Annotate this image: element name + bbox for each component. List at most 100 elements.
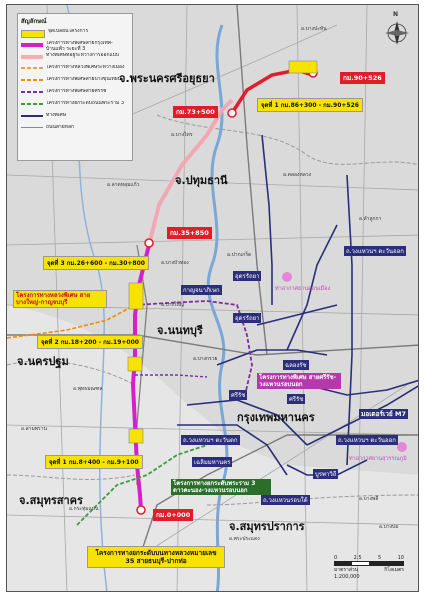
- legend-swatch: [21, 115, 43, 117]
- district-lamlukka: อ.ลำลูกกา: [359, 216, 382, 222]
- legend-label: โครงการทางยกระดับถนนพระราม 3: [46, 101, 125, 106]
- legend-label: ทางพิเศษ: [46, 113, 67, 118]
- scale-tick: 10: [397, 555, 404, 561]
- legend-swatch: [21, 103, 43, 105]
- purple-link-dashed: [135, 374, 208, 378]
- road-chaloem: เฉลิมมหานคร: [192, 457, 233, 467]
- expressway-network: [177, 134, 418, 476]
- srirat-outer-ring-dashed: [134, 300, 253, 396]
- scale-bar: 0 2.5 5 10 มาตราส่วน 1:200,000 กิโลเมตร: [334, 555, 404, 581]
- map-legend: สัญลักษณ์ จุดเปลี่ยนโครงการ โครงการทางพิ…: [17, 13, 133, 161]
- point2-label: จุดที่ 2 กม.18+200 - กม.19+000: [37, 335, 143, 349]
- district-bangbo: อ.บางบ่อ: [379, 524, 399, 530]
- legend-row: จุดเปลี่ยนโครงการ: [21, 29, 129, 40]
- boundary-ayutthaya: [156, 114, 418, 166]
- compass-north-label: N: [393, 11, 399, 18]
- district-phrapradaeng: อ.พระประแดง: [229, 536, 260, 542]
- legend-row: โครงการทางยกระดับถนนพระราม 3: [21, 101, 129, 112]
- km73-label: กม.73+500: [173, 106, 218, 118]
- km0-marker: [136, 505, 146, 515]
- district-bangsai: อ.บางไทร: [171, 132, 193, 138]
- district-lat-lum-kaeo: อ.ลาดหลุมแก้ว: [107, 182, 140, 188]
- legend-label: โครงการทางพิเศษสายบางขุนเทียน: [46, 77, 122, 82]
- legend-row: โครงการทางหลวงพิเศษระหว่างเมือง: [21, 65, 129, 76]
- legend-label: ทางพิเศษที่อยู่ระหว่างการออกแบบ: [46, 53, 120, 58]
- legend-swatch: [21, 55, 43, 59]
- district-phutthamonthon: อ.พุทธมณฑล: [73, 386, 103, 392]
- district-pakkret: อ.ปากเกร็ด: [227, 252, 252, 258]
- place-suvarnabhumi: ท่าอากาศยานสุวรรณภูมิ: [349, 456, 407, 462]
- project-sirat-label: โครงการทางพิเศษ สายศรีรัช-วงแหวนรอบนอก: [257, 373, 341, 389]
- km73-marker: [227, 108, 237, 118]
- province-nonthaburi: จ.นนทบุรี: [157, 324, 203, 337]
- designed-expressway: [147, 98, 234, 246]
- project-rama3-label: โครงการทางยกระดับพระราม 3 ดาวคะนอง-วงแหว…: [171, 479, 271, 495]
- road-kanchanaphisek-west: กาญจนาภิเษก: [181, 285, 222, 295]
- km35-marker: [144, 238, 154, 248]
- legend-label: โครงการทางพิเศษสายกรุงเทพ-บ้านแพ้ว ระยะท…: [46, 41, 113, 52]
- boundary-samutsakhon: [7, 474, 136, 480]
- province-nakhonpathom: จ.นครปฐม: [17, 355, 69, 368]
- boundary-nakhonpathom: [7, 360, 136, 386]
- south-land: [7, 305, 418, 591]
- legend-swatch: [21, 30, 45, 38]
- scale-bar-graphic: [334, 561, 404, 566]
- legend-swatch: [21, 91, 43, 93]
- scale-tick: 5: [377, 555, 382, 561]
- scale-ticks: 0 2.5 5 10: [334, 555, 404, 561]
- km0-label: กม.0+000: [153, 509, 194, 521]
- district-bangbuathong: อ.บางบัวทอง: [161, 260, 189, 266]
- road-motorway-m7: มอเตอร์เวย์ M7: [359, 409, 408, 419]
- legend-label: จุดเปลี่ยนโครงการ: [48, 29, 89, 34]
- point3-label: จุดที่ 3 กม.26+600 - กม.30+800: [43, 256, 149, 270]
- road-chalongrat: ฉลองรัช: [283, 360, 309, 370]
- province-samutsakhon: จ.สมุทรสาคร: [19, 494, 83, 507]
- province-ayutthaya: จ.พระนครศรีอยุธยา: [119, 72, 215, 85]
- province-pathumthani: จ.ปทุมธานี: [175, 174, 228, 187]
- district-bangphli: อ.บางพลี: [359, 496, 379, 502]
- road-burapha: บูรพาวิถี: [313, 469, 339, 479]
- project-map[interactable]: สัญลักษณ์ จุดเปลี่ยนโครงการ โครงการทางพิ…: [6, 4, 419, 592]
- district-bangkruai: อ.บางกรวย: [193, 356, 218, 362]
- road-srirat-2: ศรีรัช: [287, 394, 306, 404]
- legend-label: โครงการทางหลวงพิเศษระหว่างเมือง: [46, 65, 125, 70]
- legend-row: ถนนสายหลัก: [21, 125, 129, 136]
- district-krathumbaen: อ.กระทุ่มแบน: [69, 506, 99, 512]
- point1-south-box: [128, 428, 144, 444]
- province-bangkok: กรุงเทพมหานคร: [237, 411, 315, 424]
- district-bangyai: อ.บางใหญ่: [161, 302, 185, 308]
- legend-row: ทางพิเศษที่อยู่ระหว่างการออกแบบ: [21, 53, 129, 64]
- place-donmueang: ท่าอากาศยานดอนเมือง: [275, 286, 331, 292]
- legend-swatch: [21, 79, 43, 81]
- legend-swatch: [21, 43, 43, 47]
- district-bangpahan: อ.บางปะหัน: [301, 26, 327, 32]
- legend-swatch: [21, 127, 43, 128]
- scale-unit: กิโลเมตร: [384, 567, 404, 573]
- scale-tick: 2.5: [353, 555, 362, 561]
- district-samphran: อ.สามพราน: [21, 426, 47, 432]
- road-outer-ring-west: ถ.วงแหวนฯ ตะวันตก: [181, 435, 240, 445]
- province-samutprakan: จ.สมุทรปราการ: [229, 520, 305, 533]
- point1-north-label: จุดที่ 1 กม.86+300 - กม.90+526: [257, 98, 363, 112]
- project-route35-label: โครงการทางยกระดับบนทางหลวงหมายเลข 35 สาย…: [87, 546, 225, 568]
- bangyai-kanchanaburi-dashed: [7, 304, 136, 339]
- road-srirat: ศรีรัช: [229, 390, 248, 400]
- legend-row: ทางพิเศษ: [21, 113, 129, 124]
- point1-north-box: [288, 60, 318, 74]
- legend-label: ถนนสายหลัก: [46, 125, 75, 130]
- scale-tick: 0: [334, 555, 338, 561]
- road-udonratthaya: อุดรรัถยา: [233, 271, 262, 281]
- legend-row: โครงการทางพิเศษสายศรีรัช: [21, 89, 129, 100]
- road-udonratthaya-2: อุดรรัถยา: [233, 313, 262, 323]
- district-khlongluang: อ.คลองหลวง: [283, 172, 312, 178]
- legend-swatch: [21, 67, 43, 69]
- boundary-samutprakan: [206, 494, 418, 506]
- km90-label: กม.90+526: [340, 72, 385, 84]
- road-outer-ring-south: ถ.วงแหวนรอบใต้: [261, 495, 310, 505]
- legend-title: สัญลักษณ์: [21, 18, 47, 25]
- point3-box: [128, 282, 144, 310]
- rama3-dashed: [76, 444, 208, 526]
- donmueang-airport-icon: [282, 272, 292, 282]
- project-bangyai-label: โครงการทางหลวงพิเศษ สายบางใหญ่-กาญจนบุรี: [13, 290, 107, 308]
